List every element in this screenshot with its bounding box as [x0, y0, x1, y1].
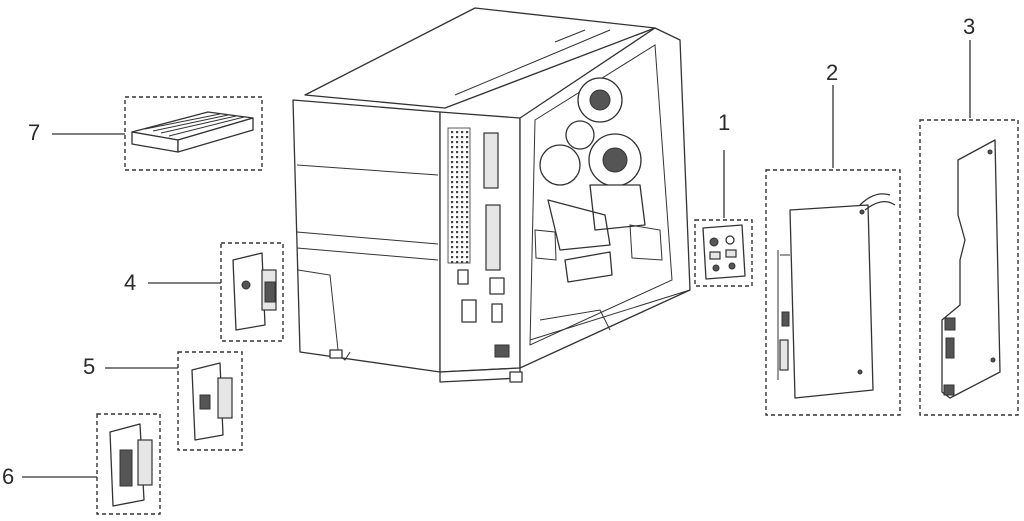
part-1-board [694, 150, 753, 287]
callout-2: 2 [826, 60, 839, 85]
part-5-module [105, 351, 243, 451]
callout-1: 1 [718, 110, 731, 135]
part-6-module [22, 413, 161, 515]
callout-4: 4 [124, 270, 137, 295]
callout-7: 7 [28, 120, 41, 145]
part-3-tall-board [919, 40, 1019, 416]
part-2-board-cover [765, 85, 901, 416]
callout-6: 6 [2, 464, 15, 489]
part-7-tray [52, 96, 263, 171]
part-4-module [148, 242, 284, 342]
callout-3: 3 [963, 14, 976, 39]
printer-body [292, 7, 691, 383]
callout-5: 5 [83, 354, 96, 379]
